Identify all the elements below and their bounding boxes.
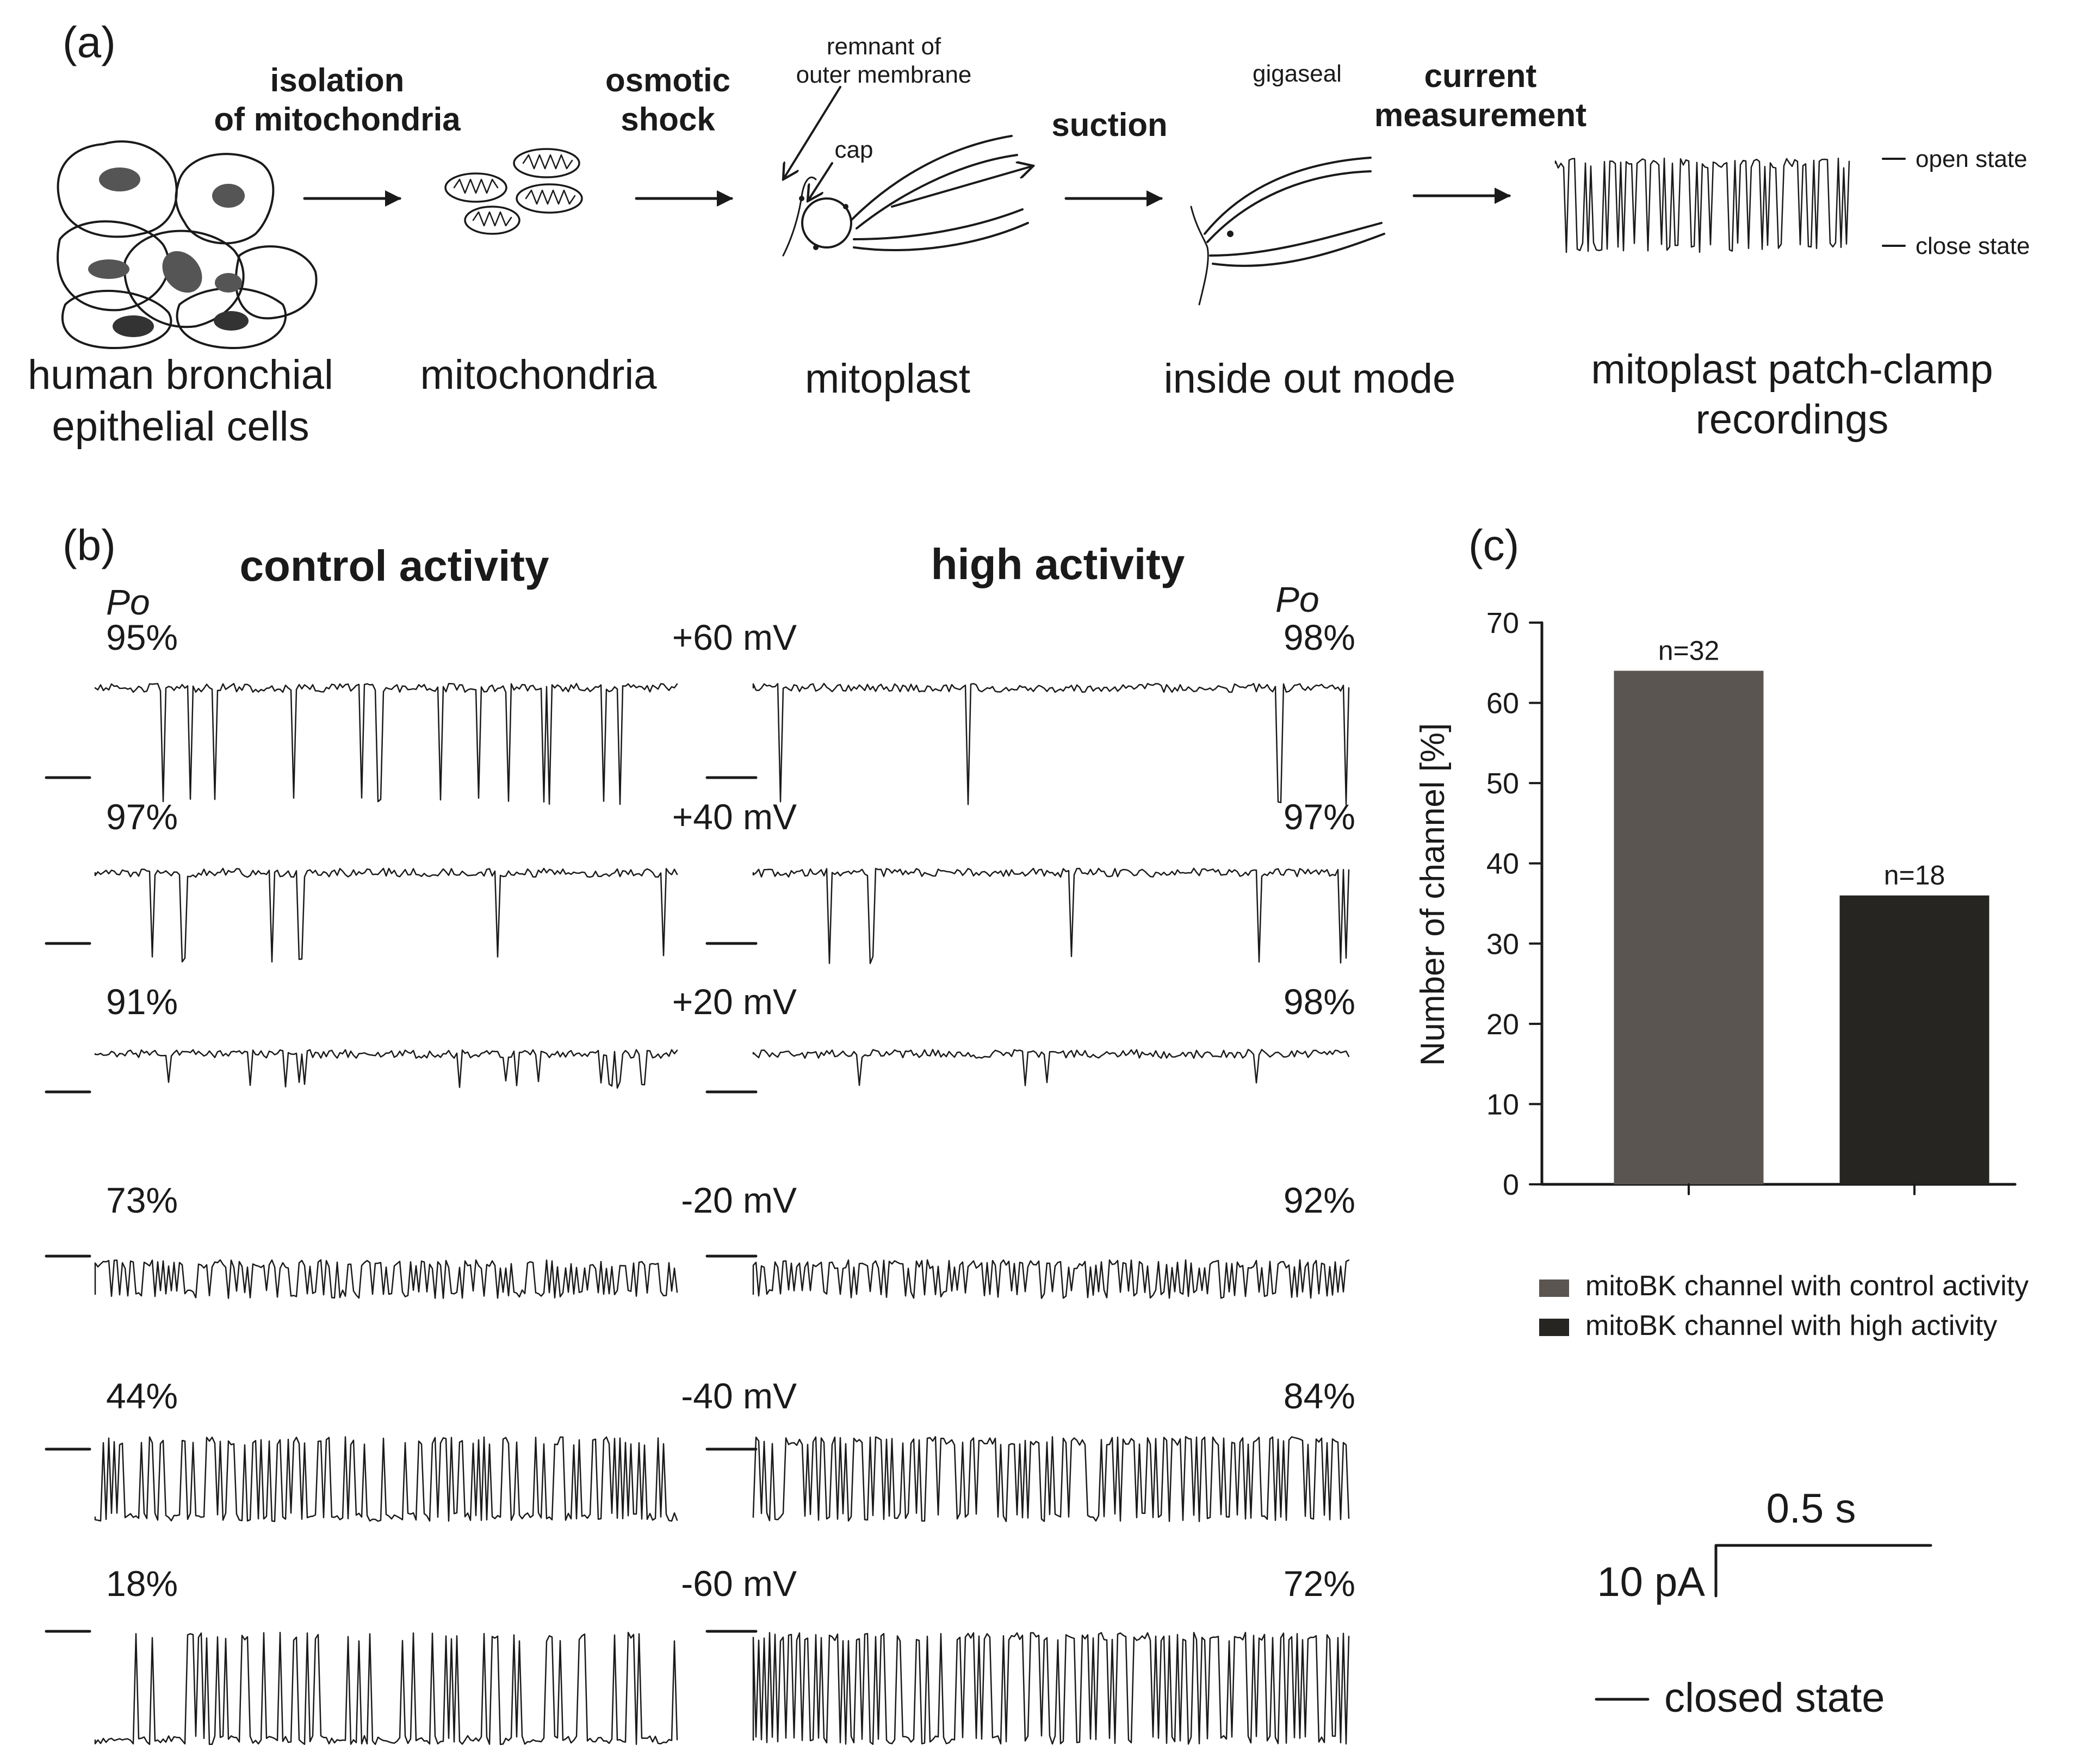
control-po-value: 97% [106, 797, 178, 837]
step-recordings-line1: mitoplast patch-clamp [1591, 346, 1993, 393]
high-po-value: 72% [1284, 1563, 1355, 1604]
control-trace [94, 1631, 678, 1746]
trace-row: 97% +40 mV 97% [45, 797, 1355, 964]
control-po-value: 91% [106, 982, 178, 1022]
open-state-label: open state [1916, 146, 2028, 172]
high-activity-title: high activity [931, 540, 1185, 588]
isolation-label-line2: of mitochondria [214, 101, 461, 138]
mitoplast-illustration [783, 86, 1033, 257]
control-po-value: 44% [106, 1376, 178, 1416]
bar [1614, 670, 1764, 1184]
po-label-control: Po [106, 582, 150, 622]
bar-data-label: n=18 [1884, 860, 1945, 891]
bar-data-label: n=32 [1658, 636, 1720, 666]
legend-label-control: mitoBK channel with control activity [1585, 1270, 2029, 1302]
closed-state-label: closed state [1664, 1675, 1885, 1721]
example-recording-trace [1554, 157, 1850, 253]
current-label-line2: measurement [1374, 97, 1586, 133]
y-tick-label: 30 [1486, 928, 1519, 960]
legend-swatch-high [1539, 1319, 1569, 1336]
panel-c-label: (c) [1468, 521, 1519, 569]
voltage-label: -60 mV [681, 1563, 797, 1604]
control-activity-title: control activity [239, 542, 549, 590]
high-po-value: 84% [1284, 1376, 1355, 1416]
trace-row: 91% +20 mV 98% [45, 982, 1355, 1094]
y-axis-label: Number of channel [%] [1414, 723, 1452, 1066]
cap-label: cap [835, 136, 873, 163]
epithelial-cells-illustration [57, 140, 318, 349]
high-po-value: 97% [1284, 797, 1355, 837]
panel-a-label: (a) [63, 18, 116, 66]
panel-b: (b) control activity high activity Po Po… [45, 521, 1355, 1746]
control-po-value: 95% [106, 617, 178, 657]
remnant-label-line2: outer membrane [796, 61, 972, 88]
high-po-value: 92% [1284, 1180, 1355, 1220]
step-recordings-line2: recordings [1696, 396, 1889, 443]
legend-label-high: mitoBK channel with high activity [1585, 1310, 1997, 1341]
control-trace [94, 1436, 678, 1523]
voltage-label: -20 mV [681, 1180, 797, 1220]
legend: mitoBK channel with control activity mit… [1539, 1270, 2029, 1341]
high-po-value: 98% [1284, 982, 1355, 1022]
trace-row: 73% -20 mV 92% [45, 1180, 1355, 1299]
panel-b-label: (b) [63, 521, 116, 569]
scale-bar: 0.5 s 10 pA closed state [1595, 1486, 1932, 1721]
voltage-label: +40 mV [672, 797, 797, 837]
trace-row: 44% -40 mV 84% [45, 1376, 1355, 1523]
gigaseal-label: gigaseal [1253, 60, 1342, 87]
panel-c: (c) 0 10 20 30 40 50 60 70 n=32 n=18 Number of ch… [1414, 521, 2029, 1341]
y-tick-label: 50 [1486, 767, 1519, 800]
control-po-value: 73% [106, 1180, 178, 1220]
step-cells-line1: human bronchial [28, 352, 333, 398]
y-tick-label: 40 [1486, 848, 1519, 880]
suction-label: suction [1051, 107, 1167, 143]
y-tick-label: 10 [1486, 1088, 1519, 1121]
mitochondria-illustration [444, 148, 583, 235]
close-state-label: close state [1916, 233, 2030, 259]
y-tick-label: 20 [1486, 1008, 1519, 1041]
step-cells-line2: epithelial cells [52, 403, 309, 450]
control-po-value: 18% [106, 1563, 178, 1604]
po-label-high: Po [1275, 579, 1319, 619]
y-tick-label: 70 [1486, 607, 1519, 639]
high-trace [752, 682, 1350, 805]
inside-out-illustration [1190, 157, 1385, 306]
step-mitoplast: mitoplast [805, 356, 970, 402]
high-trace [752, 1631, 1350, 1745]
bar [1839, 895, 1989, 1184]
control-trace [94, 682, 678, 805]
isolation-label-line1: isolation [270, 62, 405, 98]
remnant-label-line1: remnant of [827, 33, 941, 60]
bar-chart: 0 10 20 30 40 50 60 70 n=32 n=18 [1486, 607, 2017, 1201]
y-tick-label: 60 [1486, 687, 1519, 720]
osmotic-label-line1: osmotic [605, 62, 730, 98]
y-tick-label: 0 [1503, 1169, 1519, 1201]
control-trace [94, 867, 678, 963]
high-trace [752, 1259, 1350, 1299]
osmotic-label-line2: shock [621, 101, 715, 138]
step-mitochondria: mitochondria [420, 352, 657, 398]
trace-rows: 95% +60 mV 98% 97% +40 mV 97% 91% +20 mV 98% 73% -… [45, 617, 1355, 1746]
panel-a: (a) [28, 18, 2030, 450]
voltage-label: +60 mV [672, 617, 797, 657]
high-po-value: 98% [1284, 617, 1355, 657]
step-inside-out: inside out mode [1164, 356, 1456, 402]
control-trace [94, 1259, 678, 1299]
voltage-label: +20 mV [672, 982, 797, 1022]
high-trace [752, 867, 1350, 964]
control-trace [94, 1049, 678, 1089]
scale-current-label: 10 pA [1597, 1559, 1705, 1605]
high-trace [752, 1048, 1350, 1086]
trace-row: 95% +60 mV 98% [45, 617, 1355, 805]
high-trace [752, 1436, 1350, 1523]
current-label-line1: current [1424, 58, 1537, 94]
scale-bar-lines [1714, 1544, 1932, 1598]
voltage-label: -40 mV [681, 1376, 797, 1416]
trace-row: 18% -60 mV 72% [45, 1563, 1355, 1746]
scale-time-label: 0.5 s [1767, 1486, 1856, 1532]
legend-swatch-control [1539, 1279, 1569, 1297]
